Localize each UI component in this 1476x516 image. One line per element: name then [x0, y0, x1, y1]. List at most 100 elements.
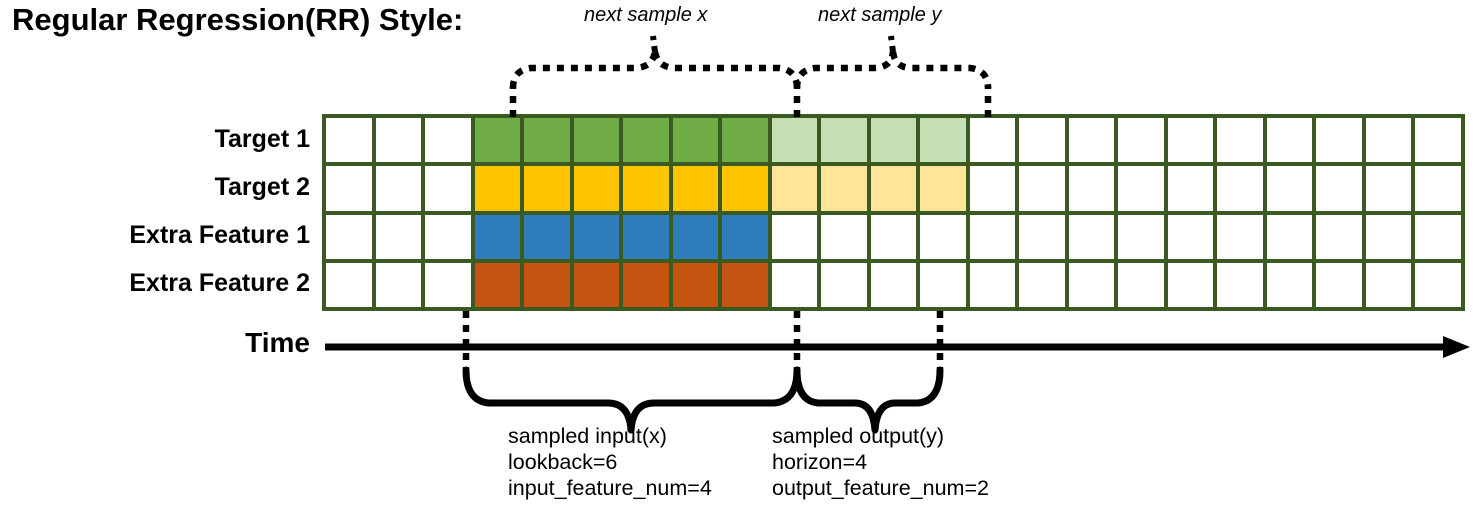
grid-cell-r4-c22: [1365, 262, 1412, 307]
sampled-output-line-2: horizon=4: [772, 450, 868, 474]
top-brace-y-stem: [888, 35, 896, 53]
grid-cell-r2-c8: [672, 166, 719, 211]
time-axis-label: Time: [245, 327, 310, 358]
grid-cell-r3-c20: [1266, 214, 1313, 259]
grid-cell-r3-c23: [1415, 214, 1461, 259]
grid-cell-r3-c16: [1068, 214, 1115, 259]
grid-cell-r4-c1: [326, 262, 372, 307]
grid-cell-r2-c15: [1019, 166, 1065, 211]
grid-cell-r3-c7: [623, 214, 669, 259]
grid-cell-r2-c10: [771, 166, 818, 211]
grid-cell-r1-c16: [1068, 118, 1115, 163]
grid-cell-r2-c16: [1068, 166, 1115, 211]
grid-cell-r1-c17: [1118, 118, 1164, 163]
grid-cell-r4-c17: [1118, 262, 1164, 307]
grid-cell-r1-c13: [920, 118, 966, 163]
timeseries-grid: [322, 114, 1465, 311]
sampled-input-line-1: sampled input(x): [508, 424, 667, 448]
grid-cell-r3-c18: [1167, 214, 1214, 259]
row-label-extra-feature-1: Extra Feature 1: [129, 221, 310, 249]
grid-cell-r3-c1: [326, 214, 372, 259]
grid-cell-r1-c1: [326, 118, 372, 163]
annotation-sampled-output: sampled output(y) horizon=4 output_featu…: [772, 423, 989, 501]
grid-cell-r4-c19: [1217, 262, 1263, 307]
grid-cell-r3-c14: [969, 214, 1016, 259]
grid-cell-r4-c4: [474, 262, 521, 307]
grid-cell-r3-c4: [474, 214, 521, 259]
grid-cell-r4-c11: [821, 262, 867, 307]
time-axis-arrow: [325, 336, 1470, 358]
grid-cell-r2-c17: [1118, 166, 1164, 211]
grid-cell-r1-c19: [1217, 118, 1263, 163]
grid-cell-r1-c6: [573, 118, 620, 163]
grid-cell-r1-c10: [771, 118, 818, 163]
grid-cell-r4-c12: [870, 262, 917, 307]
grid-cell-r4-c16: [1068, 262, 1115, 307]
grid-cell-r4-c23: [1415, 262, 1461, 307]
grid-cell-r2-c18: [1167, 166, 1214, 211]
grid-cell-r4-c13: [920, 262, 966, 307]
grid-cell-r1-c5: [524, 118, 570, 163]
grid-cell-r3-c21: [1316, 214, 1362, 259]
grid-cell-r1-c11: [821, 118, 867, 163]
grid-cell-r1-c20: [1266, 118, 1313, 163]
grid-cell-r2-c5: [524, 166, 570, 211]
grid-cell-r3-c3: [425, 214, 471, 259]
grid-cell-r3-c6: [573, 214, 620, 259]
grid-cell-r1-c15: [1019, 118, 1065, 163]
grid-cell-r4-c6: [573, 262, 620, 307]
grid-cell-r1-c23: [1415, 118, 1461, 163]
grid-cell-r2-c3: [425, 166, 471, 211]
grid-row-3: [326, 214, 1461, 259]
grid-cell-r1-c8: [672, 118, 719, 163]
row-label-extra-feature-2: Extra Feature 2: [129, 269, 310, 297]
grid-cell-r2-c9: [722, 166, 768, 211]
grid-cell-r2-c2: [375, 166, 422, 211]
grid-cell-r2-c13: [920, 166, 966, 211]
grid-cell-r4-c7: [623, 262, 669, 307]
grid-cell-r4-c15: [1019, 262, 1065, 307]
grid-cell-r2-c4: [474, 166, 521, 211]
grid-cell-r1-c2: [375, 118, 422, 163]
row-label-target-2: Target 2: [214, 173, 310, 201]
grid-cell-r2-c20: [1266, 166, 1313, 211]
grid-cell-r2-c19: [1217, 166, 1263, 211]
grid-cell-r3-c19: [1217, 214, 1263, 259]
top-brace-x-stem: [650, 35, 658, 53]
top-brace-y-right-half: [889, 51, 992, 89]
grid-cell-r4-c10: [771, 262, 818, 307]
grid-row-1: [326, 118, 1461, 163]
grid-cell-r2-c12: [870, 166, 917, 211]
annotation-sampled-input: sampled input(x) lookback=6 input_featur…: [508, 423, 712, 501]
grid-cell-r1-c4: [474, 118, 521, 163]
page-title: Regular Regression(RR) Style:: [12, 2, 464, 37]
grid-cell-r3-c22: [1365, 214, 1412, 259]
annotation-next-sample-x: next sample x: [584, 4, 708, 26]
grid-cell-r3-c10: [771, 214, 818, 259]
annotation-next-sample-y: next sample y: [818, 4, 942, 26]
grid-cell-r3-c13: [920, 214, 966, 259]
grid-cell-r4-c20: [1266, 262, 1313, 307]
grid-cell-r1-c14: [969, 118, 1016, 163]
grid-cell-r3-c2: [375, 214, 422, 259]
grid-cell-r1-c3: [425, 118, 471, 163]
grid-cell-r4-c8: [672, 262, 719, 307]
grid-cell-r3-c5: [524, 214, 570, 259]
grid-cell-r1-c9: [722, 118, 768, 163]
grid-cell-r2-c14: [969, 166, 1016, 211]
grid-cell-r1-c7: [623, 118, 669, 163]
grid-cell-r3-c12: [870, 214, 917, 259]
grid-cell-r4-c9: [722, 262, 768, 307]
grid-cell-r4-c3: [425, 262, 471, 307]
top-brace-x-right-half: [651, 51, 801, 89]
grid-cell-r4-c5: [524, 262, 570, 307]
grid-cell-r2-c21: [1316, 166, 1362, 211]
grid-cell-r2-c7: [623, 166, 669, 211]
top-brace-x-left-half: [509, 51, 659, 89]
grid-cell-r2-c11: [821, 166, 867, 211]
grid-cell-r3-c8: [672, 214, 719, 259]
grid-cell-r2-c23: [1415, 166, 1461, 211]
row-label-target-1: Target 1: [214, 125, 310, 153]
sampled-input-line-3: input_feature_num=4: [508, 476, 712, 500]
